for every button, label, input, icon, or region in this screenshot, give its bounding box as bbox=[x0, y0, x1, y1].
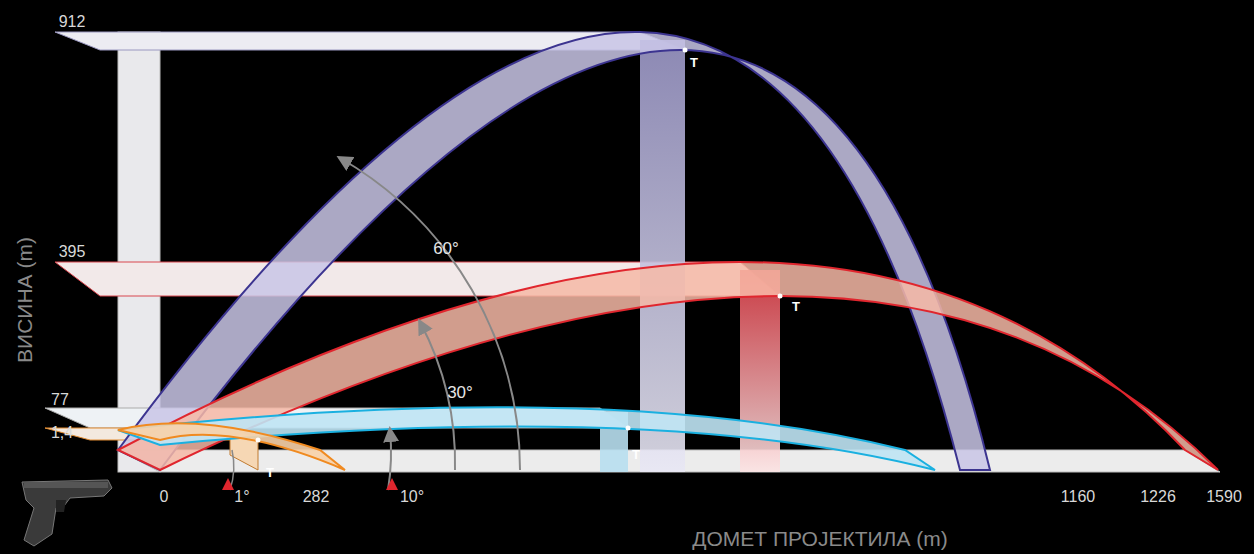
angle-value: 1° bbox=[234, 489, 249, 505]
axis-title: ВИСИНА (m) bbox=[14, 237, 35, 363]
apex-marker: T bbox=[792, 300, 800, 313]
range-value: 0 bbox=[160, 489, 169, 505]
height-value: 912 bbox=[59, 14, 86, 30]
height-value: 77 bbox=[51, 392, 69, 408]
range-value: 282 bbox=[303, 489, 330, 505]
apex-marker: T bbox=[632, 448, 640, 461]
height-value: 1,4 bbox=[51, 425, 73, 441]
range-value: 1590 bbox=[1206, 489, 1242, 505]
axis-title: ДОМЕТ ПРОЈЕКТИЛА (m) bbox=[692, 528, 947, 549]
range-value: 1160 bbox=[1061, 489, 1095, 505]
pistol-icon bbox=[22, 480, 112, 546]
angle-label: 60° bbox=[433, 240, 459, 257]
apex-marker: T bbox=[266, 466, 274, 479]
height-value: 395 bbox=[59, 244, 86, 260]
angle-label: 30° bbox=[447, 384, 473, 401]
apex-marker: T bbox=[690, 56, 698, 69]
range-value: 1226 bbox=[1140, 489, 1176, 505]
angle-value: 10° bbox=[400, 489, 424, 505]
